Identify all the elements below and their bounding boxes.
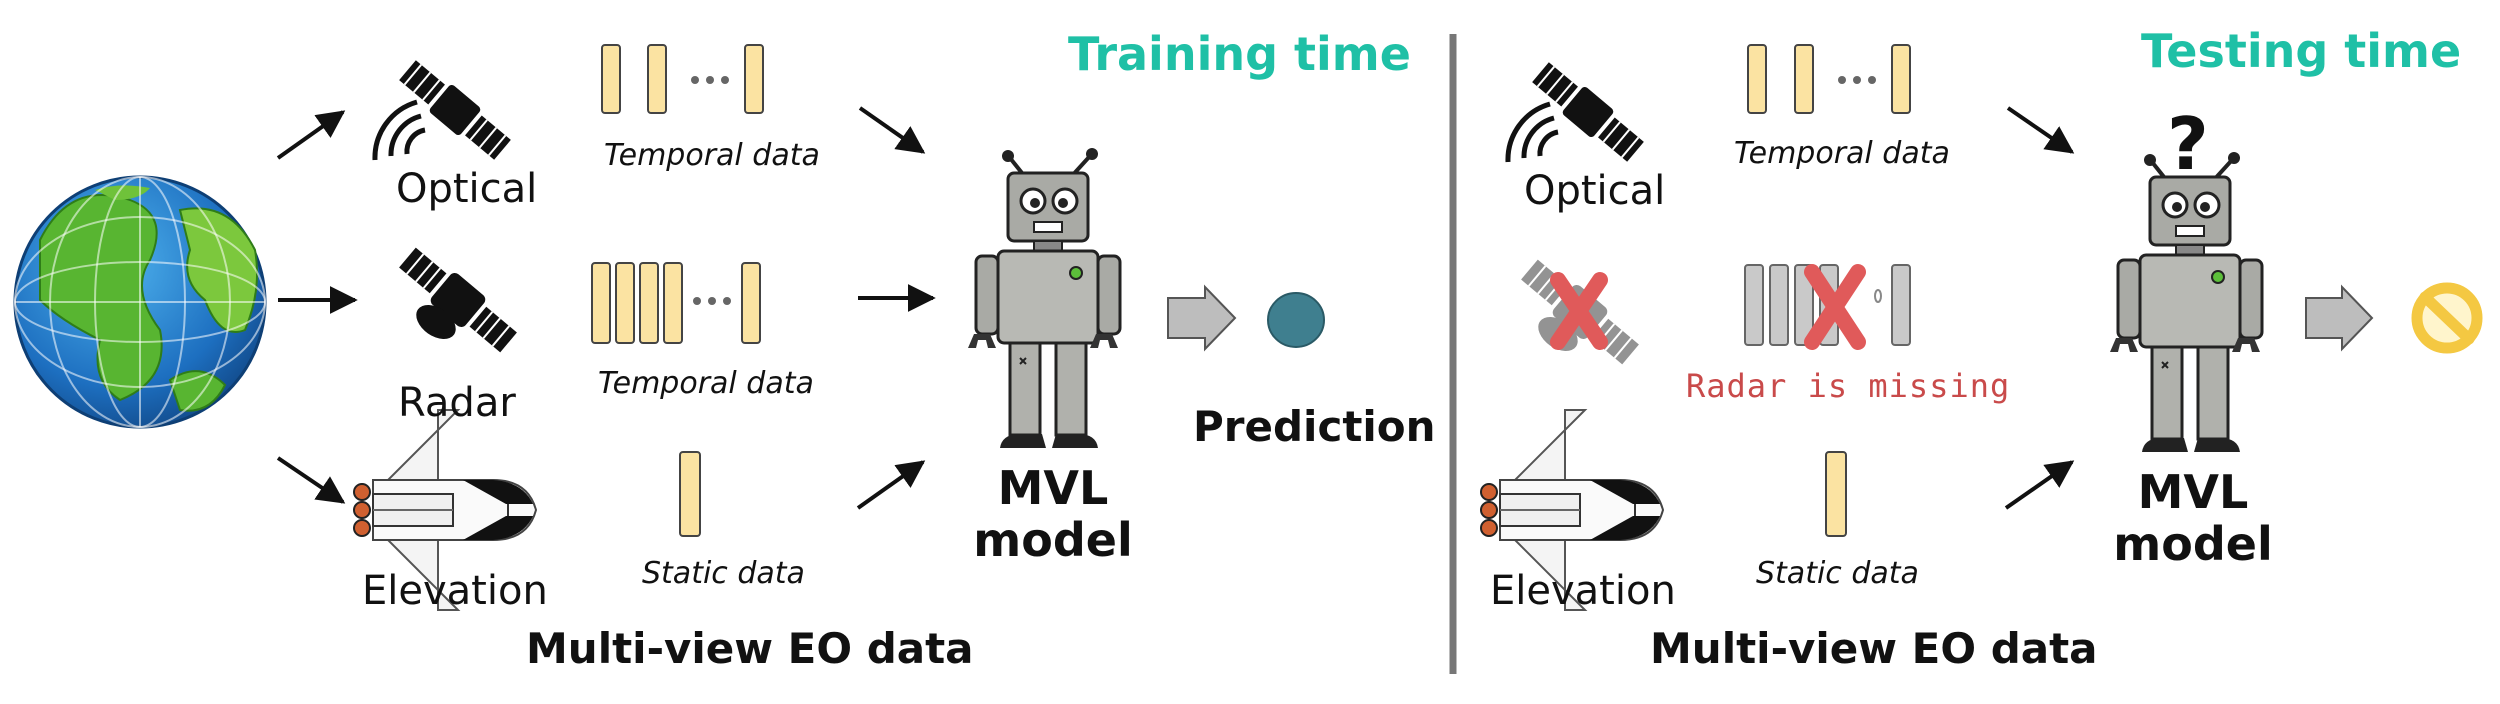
radar-label: Radar (398, 380, 516, 426)
radar-data-type: Temporal data (598, 366, 814, 401)
cross-icon (1804, 264, 1866, 350)
test-elevation-data-type: Static data (1756, 556, 1919, 591)
radar-satellite-icon (393, 241, 523, 359)
satellite-icon (375, 56, 514, 163)
optical-temporal-bars (601, 44, 764, 114)
optical-label: Optical (396, 166, 538, 212)
ellipsis-icon (693, 297, 731, 305)
testing-model-label-line1: MVL (2137, 465, 2249, 519)
optical-data-type: Temporal data (604, 138, 820, 173)
arrow-icon (276, 456, 346, 504)
training-title: Training time (1068, 27, 1411, 81)
cross-icon (1550, 272, 1608, 350)
question-mark-icon: ? (2167, 102, 2209, 186)
prediction-label: Prediction (1193, 402, 1436, 451)
arrow-icon (2006, 106, 2075, 154)
arrow-icon (276, 110, 346, 160)
arrow-icon (856, 460, 926, 510)
elevation-data-type: Static data (642, 556, 805, 591)
testing-title: Testing time (2141, 24, 2462, 78)
output-arrow-icon (2305, 284, 2374, 352)
output-arrow-icon (1167, 284, 1237, 352)
prediction-dot (1267, 292, 1325, 348)
test-elevation-label: Elevation (1490, 568, 1676, 614)
test-elevation-static-bar (1825, 451, 1847, 537)
test-optical-temporal-bars (1747, 44, 1911, 114)
testing-model-label: MVL model (2108, 466, 2278, 570)
training-model-label-line1: MVL (997, 461, 1109, 515)
ellipsis-icon (1838, 76, 1876, 84)
satellite-icon (1508, 58, 1647, 165)
forbidden-icon (2411, 282, 2483, 354)
radar-temporal-bars (591, 262, 761, 344)
globe-icon (13, 175, 267, 429)
elevation-static-bar (679, 451, 701, 537)
robot-icon (2108, 150, 2264, 454)
robot-icon (966, 146, 1122, 450)
radar-missing-label: Radar is missing (1686, 367, 2011, 405)
arrow-icon (858, 106, 926, 154)
testing-model-label-line2: model (2113, 517, 2273, 571)
test-optical-label: Optical (1524, 168, 1666, 214)
training-model-label: MVL model (968, 462, 1138, 566)
training-footer: Multi-view EO data (526, 624, 974, 673)
arrow-icon (2004, 460, 2075, 510)
elevation-label: Elevation (362, 568, 548, 614)
test-optical-data-type: Temporal data (1734, 136, 1950, 171)
training-model-label-line2: model (973, 513, 1133, 567)
testing-footer: Multi-view EO data (1650, 624, 2098, 673)
ellipsis-icon (691, 76, 729, 84)
